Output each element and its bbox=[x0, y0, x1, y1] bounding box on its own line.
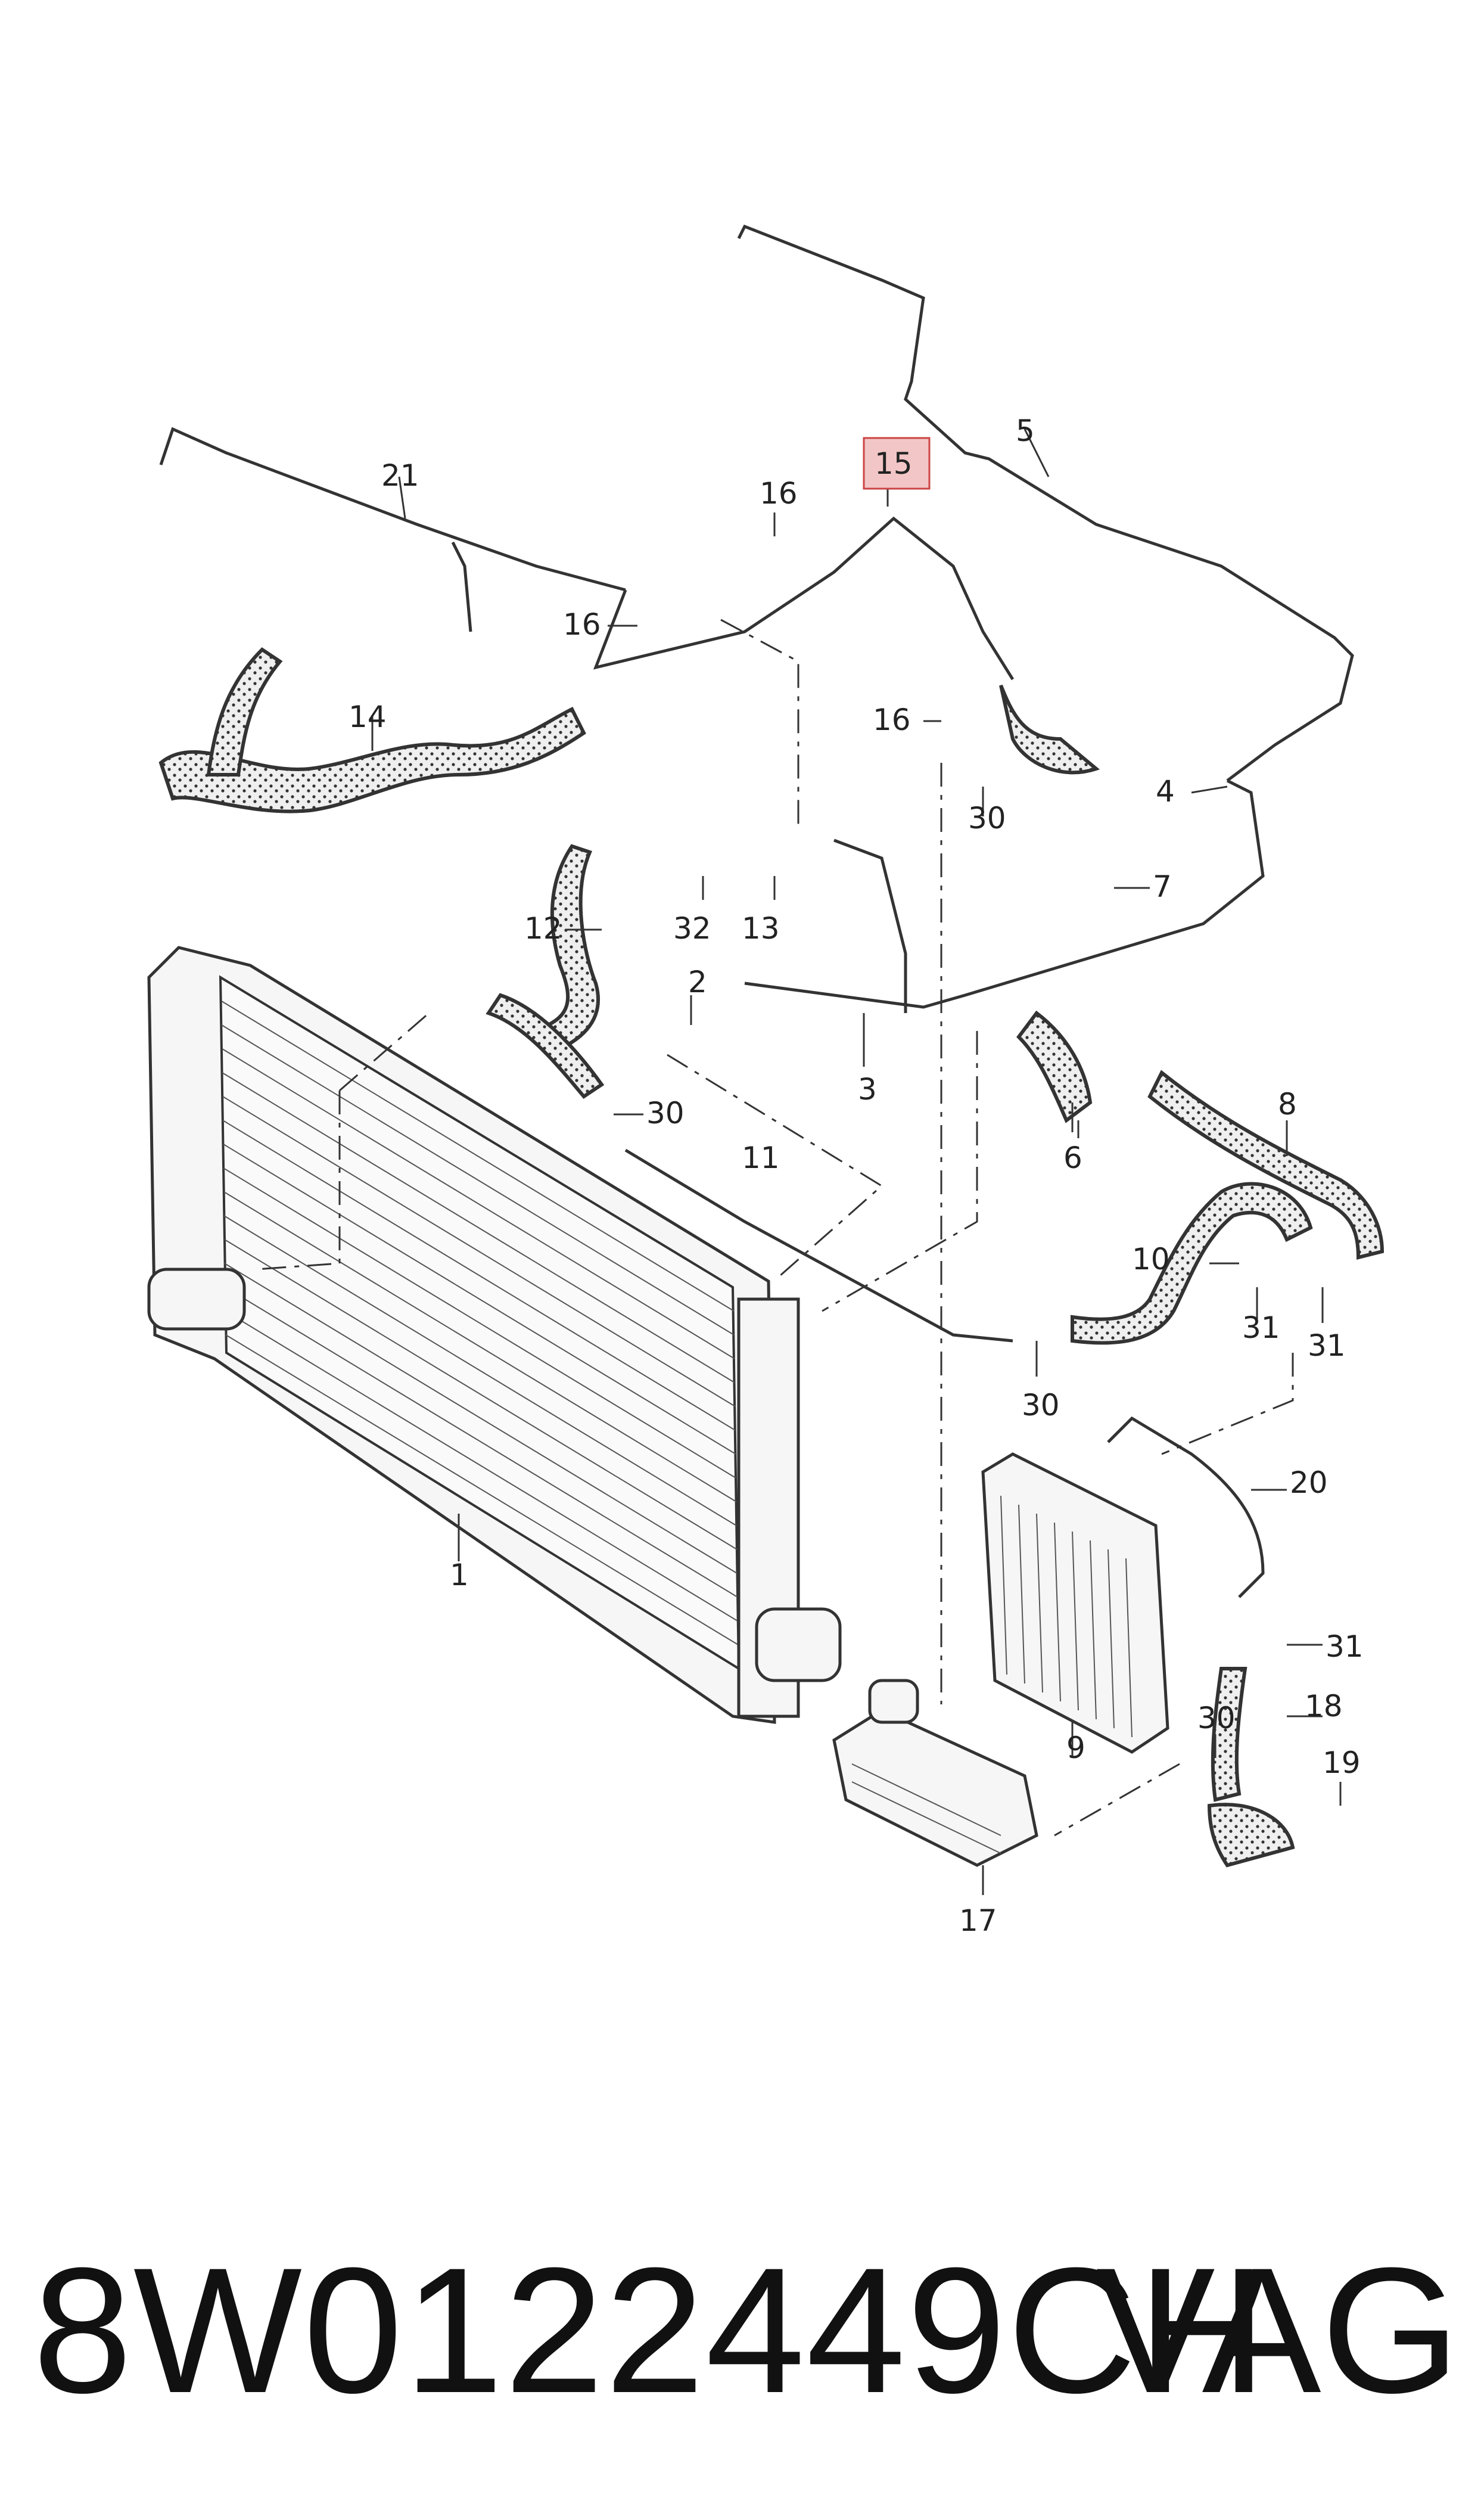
callout-17: 17 bbox=[959, 1903, 997, 1938]
callout-10: 10 bbox=[1132, 1242, 1170, 1276]
footer: 8W0122449CH VAG bbox=[0, 2205, 1484, 2443]
radiator-fins bbox=[221, 1001, 739, 1645]
callout-12: 12 bbox=[524, 911, 562, 946]
callout-16-c: 16 bbox=[873, 703, 911, 737]
callout-32: 32 bbox=[673, 911, 711, 946]
radiator bbox=[147, 946, 842, 1724]
callout-20: 20 bbox=[1290, 1465, 1328, 1500]
callout-8: 8 bbox=[1278, 1087, 1297, 1122]
coolant-pipes bbox=[159, 224, 1354, 1343]
callout-2: 2 bbox=[688, 965, 707, 999]
callout-18: 18 bbox=[1305, 1689, 1343, 1723]
callout-9: 9 bbox=[1066, 1731, 1085, 1765]
callout-7: 7 bbox=[1153, 869, 1172, 904]
callout-5: 5 bbox=[1016, 414, 1035, 448]
part-number: 8W0122449CH bbox=[33, 2230, 1268, 2430]
callout-1: 1 bbox=[450, 1558, 469, 1592]
callout-30-b: 30 bbox=[646, 1096, 685, 1130]
coolant-hoses bbox=[158, 647, 1385, 1868]
callout-11: 11 bbox=[742, 1141, 780, 1175]
callout-16-a: 16 bbox=[760, 476, 798, 511]
callout-labels: 1 2 3 4 5 6 7 8 9 10 11 12 13 14 15 16 1… bbox=[349, 414, 1364, 1938]
exploded-view-drawing: 1 2 3 4 5 6 7 8 9 10 11 12 13 14 15 16 1… bbox=[147, 224, 1385, 1938]
callout-6: 6 bbox=[1063, 1141, 1082, 1175]
parts-diagram: 1 2 3 4 5 6 7 8 9 10 11 12 13 14 15 16 1… bbox=[147, 224, 1385, 1938]
callout-31-c: 31 bbox=[1326, 1629, 1364, 1664]
callout-19: 19 bbox=[1323, 1745, 1361, 1780]
callout-14: 14 bbox=[349, 700, 387, 734]
oil-cooler bbox=[981, 1452, 1169, 1754]
callout-30-d: 30 bbox=[1197, 1701, 1236, 1735]
callout-4: 4 bbox=[1156, 774, 1175, 809]
highlight-box bbox=[863, 437, 931, 490]
leader-lines bbox=[371, 428, 1342, 1895]
callout-3: 3 bbox=[858, 1072, 877, 1107]
callout-16-b: 16 bbox=[563, 607, 601, 642]
callout-31-b: 31 bbox=[1308, 1328, 1346, 1363]
callout-30-a: 30 bbox=[968, 801, 1006, 835]
brand-label: VAG bbox=[1096, 2230, 1460, 2430]
callout-30-c: 30 bbox=[1022, 1388, 1060, 1422]
callout-21: 21 bbox=[381, 458, 419, 493]
assembly-lines bbox=[256, 619, 1294, 1837]
engine-oil-cooler bbox=[832, 1679, 1038, 1867]
pipe-20 bbox=[1107, 1416, 1265, 1598]
callout-13: 13 bbox=[742, 911, 780, 946]
callout-31-a: 31 bbox=[1242, 1310, 1280, 1345]
callout-15: 15 bbox=[875, 446, 913, 481]
